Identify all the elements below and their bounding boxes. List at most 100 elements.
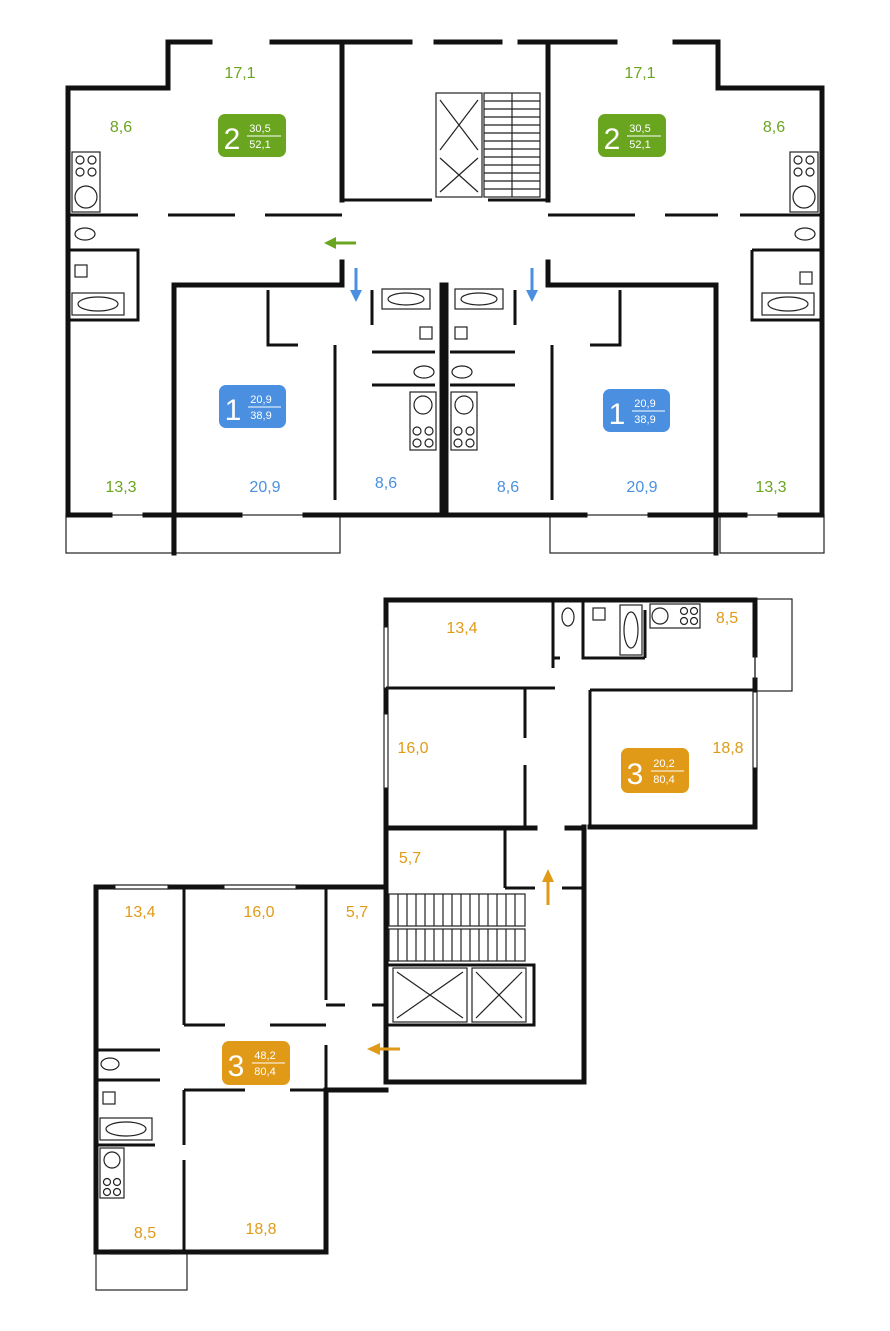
stair-lower: [388, 928, 526, 962]
windows-upper: [383, 625, 758, 790]
badge-living: 30,5: [249, 123, 270, 135]
badge-living: 20,9: [634, 398, 655, 410]
area-label: 8,6: [375, 475, 397, 492]
lift-1: [392, 967, 468, 1023]
wall-bath-center: [370, 290, 517, 387]
windows-lower: [110, 884, 320, 1255]
area-label: 8,6: [763, 119, 785, 136]
stove-lower: [99, 1147, 125, 1199]
area-label: 8,6: [497, 479, 519, 496]
stair-steps: [397, 894, 516, 926]
apartment-badge-3-lower: 3 48,2 80,4: [222, 1041, 290, 1085]
stove-upper: [649, 603, 701, 629]
area-label: 20,9: [626, 479, 657, 496]
badge-rooms: 1: [225, 394, 242, 427]
outer-wall-upper-left: [383, 597, 587, 1085]
wall-one-left-inner: [266, 290, 337, 500]
wall-one-right-inner: [550, 290, 622, 500]
area-label: 18,8: [245, 1221, 276, 1238]
wall-lower-bath: [96, 1048, 326, 1252]
badge-total: 80,4: [254, 1066, 275, 1078]
toilet-center-left: [413, 365, 435, 379]
lift-2: [471, 967, 527, 1023]
balcony-left: [65, 514, 173, 554]
bath-upper: [619, 604, 643, 656]
lift-shaft: [435, 92, 483, 198]
badge-living: 20,9: [250, 394, 271, 406]
outer-wall-lower: [93, 884, 389, 1255]
toilet-center-right: [451, 365, 473, 379]
wall-bath-right: [740, 213, 822, 322]
balcony-lower: [95, 1251, 188, 1291]
wall-one-right: [545, 259, 719, 556]
badge-rooms: 3: [228, 1050, 245, 1083]
arrow-down-icon: [350, 268, 362, 302]
toilet-left: [74, 227, 96, 241]
apartment-badge-1-left: 1 20,9 38,9: [219, 385, 286, 428]
area-label: 5,7: [399, 850, 421, 867]
outer-wall-right: [443, 39, 825, 518]
arrow-down-icon: [526, 268, 538, 302]
wall-bath-left: [68, 213, 140, 322]
sink-upper: [592, 607, 606, 621]
wall-party: [439, 282, 449, 518]
stove-center-right: [450, 391, 478, 451]
top-floor-plan: 17,1 17,1 8,6 8,6 13,3 13,3 20,9 20,9 8,…: [65, 39, 825, 556]
badge-rooms: 1: [609, 398, 626, 431]
wall-one-left-top: [171, 259, 345, 288]
badge-total: 80,4: [653, 774, 674, 786]
lift-cross: [396, 971, 464, 1019]
area-label: 13,3: [105, 479, 136, 496]
badge-rooms: 2: [224, 123, 241, 156]
wall-upper-entry: [503, 828, 584, 890]
area-label: 17,1: [224, 65, 255, 82]
stair-steps: [484, 93, 540, 197]
area-label: 17,1: [624, 65, 655, 82]
kitchen-stove-right: [789, 151, 819, 213]
stove-center-left: [409, 391, 437, 451]
area-label: 18,8: [712, 740, 743, 757]
bath-right: [761, 292, 815, 316]
toilet-upper: [561, 607, 575, 627]
area-label: 20,9: [249, 479, 280, 496]
apartment-badge-1-right: 1 20,9 38,9: [603, 389, 670, 432]
apartment-badge-2-right: 2 30,5 52,1: [598, 114, 666, 157]
area-label: 8,5: [134, 1225, 156, 1242]
badge-rooms: 3: [627, 758, 644, 791]
area-label: 8,5: [716, 610, 738, 627]
area-label: 5,7: [346, 904, 368, 921]
badge-living: 20,2: [653, 758, 674, 770]
lift-cross: [475, 971, 523, 1019]
toilet-right: [794, 227, 816, 241]
sink-left: [74, 264, 88, 278]
kitchen-stove-left: [71, 151, 101, 213]
area-label: 13,4: [446, 620, 477, 637]
bath-left: [71, 292, 125, 316]
bath-center-right: [454, 288, 504, 310]
badge-total: 38,9: [634, 414, 655, 426]
sink-center-left: [419, 326, 433, 340]
stair-steps: [397, 929, 516, 961]
balcony-one-right: [549, 514, 717, 554]
balcony-one-left: [173, 514, 341, 554]
arrow-left-icon: [324, 237, 356, 249]
wall-upper-bath: [551, 600, 647, 668]
badge-total: 52,1: [249, 139, 270, 151]
lift-frame: [384, 963, 536, 1027]
sink-center-right: [454, 326, 468, 340]
badge-total: 38,9: [250, 410, 271, 422]
sink-right: [799, 271, 813, 285]
badge-living: 48,2: [254, 1050, 275, 1062]
area-label: 13,3: [755, 479, 786, 496]
apartment-badge-2-left: 2 30,5 52,1: [218, 114, 286, 157]
lift-cross: [439, 99, 479, 193]
balcony-right: [719, 514, 825, 554]
balcony-upper: [754, 598, 793, 692]
area-label: 16,0: [397, 740, 428, 757]
toilet-lower: [100, 1057, 120, 1071]
area-label: 13,4: [124, 904, 155, 921]
arrow-left-icon: [367, 1043, 400, 1055]
bath-lower: [99, 1117, 153, 1141]
badge-living: 30,5: [629, 123, 650, 135]
